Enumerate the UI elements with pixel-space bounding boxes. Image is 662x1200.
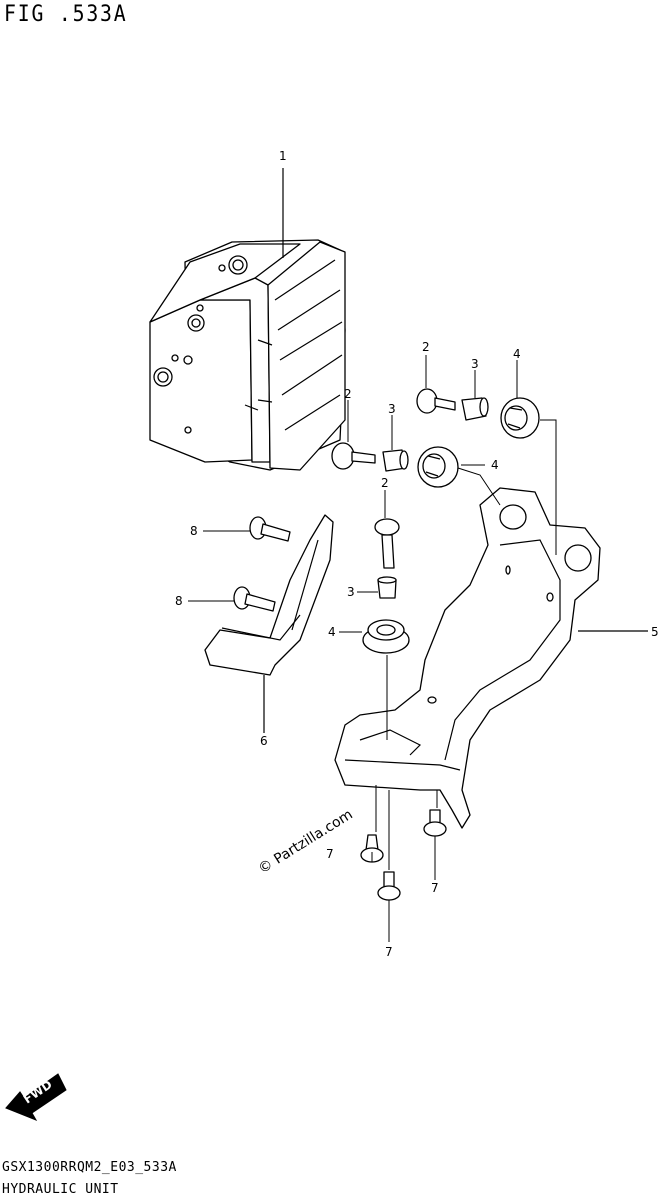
- callout-4: 4: [328, 625, 336, 639]
- callout-1: 1: [279, 149, 287, 163]
- figure-subtitle: HYDRAULIC UNIT: [2, 1182, 119, 1197]
- watermark: © Partzilla.com: [256, 807, 356, 878]
- hydraulic-unit-part-1[interactable]: [149, 239, 346, 471]
- callout-3: 3: [471, 357, 479, 371]
- callout-leaders: [188, 355, 518, 942]
- callout-6: 6: [260, 734, 268, 748]
- callout-2: 2: [422, 340, 430, 354]
- bolt-part-7-bottom[interactable]: [377, 871, 401, 901]
- grommet-part-4-upper[interactable]: [500, 397, 540, 439]
- callout-3: 3: [388, 402, 396, 416]
- grommet-part-4-center[interactable]: [362, 619, 410, 654]
- model-code: GSX1300RRQM2_E03_533A: [2, 1160, 177, 1175]
- bracket-part-6[interactable]: [204, 514, 334, 676]
- callout-2: 2: [344, 387, 352, 401]
- bolt-part-2-upper[interactable]: [416, 388, 456, 414]
- collar-part-3-upper[interactable]: [461, 397, 489, 421]
- callout-7: 7: [326, 847, 334, 861]
- assembly-guide-lines: [375, 419, 557, 870]
- figure-title: FIG .533A: [4, 2, 128, 27]
- bolt-part-8-lower[interactable]: [233, 586, 276, 612]
- grommet-part-4-middle[interactable]: [417, 446, 459, 488]
- collar-part-3-center[interactable]: [377, 576, 397, 599]
- callout-2: 2: [381, 476, 389, 490]
- callout-7: 7: [431, 881, 439, 895]
- callout-4: 4: [513, 347, 521, 361]
- callout-4: 4: [491, 458, 499, 472]
- callout-3: 3: [347, 585, 355, 599]
- bolt-part-7-right[interactable]: [423, 809, 447, 837]
- bolt-part-2-middle[interactable]: [331, 442, 376, 470]
- fwd-arrow-icon: FWD: [5, 1073, 67, 1121]
- bracket-part-5[interactable]: [334, 487, 601, 829]
- callout-7: 7: [385, 945, 393, 959]
- callout-8: 8: [190, 524, 198, 538]
- bolt-part-2-center[interactable]: [374, 518, 400, 569]
- bolt-part-8-upper[interactable]: [249, 516, 291, 542]
- callout-5: 5: [651, 625, 659, 639]
- collar-part-3-middle[interactable]: [382, 449, 409, 472]
- callout-8: 8: [175, 594, 183, 608]
- bolt-part-7-left[interactable]: [360, 834, 384, 863]
